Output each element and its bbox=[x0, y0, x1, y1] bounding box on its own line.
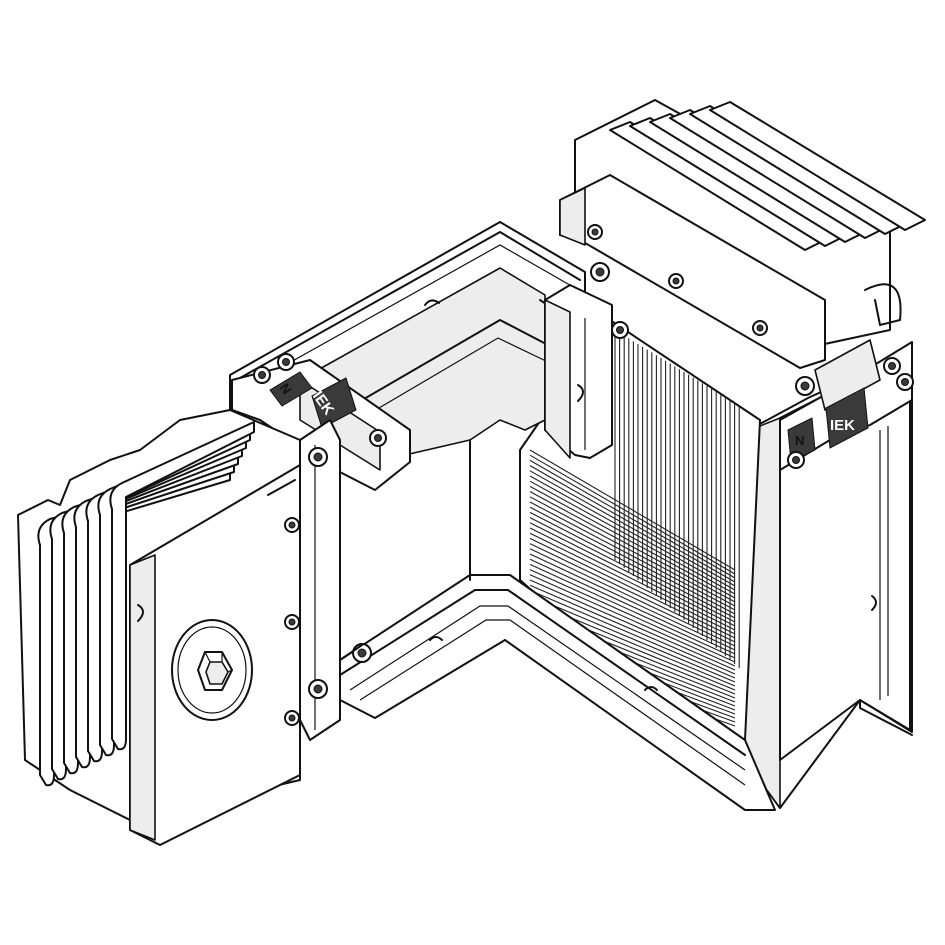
elbow-tray-bottom bbox=[339, 574, 776, 811]
hex-bolt-icon bbox=[197, 651, 233, 691]
conductor-fin bbox=[529, 584, 736, 675]
bolt-icon bbox=[668, 273, 684, 289]
bolt-icon bbox=[352, 643, 372, 663]
bolt-icon bbox=[284, 614, 300, 630]
conductor-fin bbox=[529, 511, 736, 619]
brand-marking-right: IEK bbox=[830, 417, 855, 434]
laminated-plate bbox=[709, 101, 926, 231]
bolt-icon bbox=[369, 429, 387, 447]
conductor-fin bbox=[529, 522, 736, 627]
left-end-strip bbox=[299, 419, 341, 741]
conductor-fin bbox=[529, 459, 736, 579]
conductor-fin bbox=[529, 475, 736, 591]
conductor-fin bbox=[529, 579, 736, 671]
upper-bracket bbox=[544, 284, 629, 459]
bolt-icon bbox=[308, 447, 328, 467]
conductor-fin bbox=[529, 543, 736, 643]
conductor-fin bbox=[529, 501, 736, 611]
conductor-fin bbox=[529, 454, 736, 575]
bolt-icon bbox=[787, 451, 805, 469]
laminated-plate bbox=[109, 421, 255, 751]
conductor-fin bbox=[529, 563, 736, 659]
bolt-icon bbox=[752, 320, 768, 336]
conductor-fin bbox=[529, 537, 736, 639]
bolt-icon bbox=[284, 710, 300, 726]
conductor-fin bbox=[529, 465, 736, 583]
conductor-fin bbox=[529, 517, 736, 623]
conductor-fin bbox=[529, 569, 736, 663]
conductor-fin bbox=[529, 553, 736, 651]
bolt-icon bbox=[896, 373, 914, 391]
conductor-fin bbox=[529, 595, 736, 683]
bolt-icon bbox=[883, 357, 901, 375]
conductor-fin bbox=[529, 558, 736, 655]
conductor-fin bbox=[529, 491, 736, 603]
conductor-fin bbox=[529, 589, 736, 679]
conductor-fin bbox=[529, 532, 736, 635]
bolt-icon bbox=[795, 376, 815, 396]
bolt-icon bbox=[611, 321, 629, 339]
top-conductor-ends bbox=[559, 99, 926, 396]
conductor-fin bbox=[529, 506, 736, 615]
bolt-icon bbox=[277, 353, 295, 371]
left-conductor-ends bbox=[17, 409, 301, 846]
conductor-fin bbox=[529, 470, 736, 587]
bolt-icon bbox=[308, 679, 328, 699]
neutral-marking-right: N bbox=[795, 433, 804, 448]
bolt-icon bbox=[253, 366, 271, 384]
conductor-fin bbox=[529, 496, 736, 607]
bolt-icon bbox=[284, 517, 300, 533]
bolt-icon bbox=[590, 262, 610, 282]
conductor-fin bbox=[529, 574, 736, 667]
conductor-fin bbox=[529, 480, 736, 595]
conductor-fin bbox=[529, 548, 736, 647]
conductor-fin bbox=[529, 485, 736, 599]
conductor-fin bbox=[529, 527, 736, 631]
bolt-icon bbox=[587, 224, 603, 240]
right-clamp: IEK N bbox=[779, 339, 914, 471]
conductor-fin bbox=[529, 449, 736, 571]
